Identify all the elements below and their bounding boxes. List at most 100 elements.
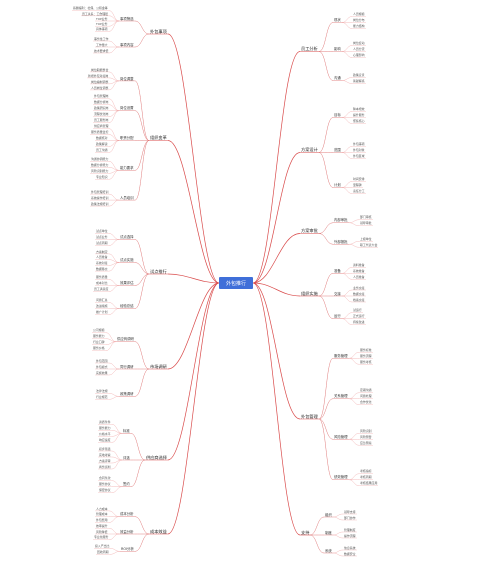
leaf-org_change-2-3: 政策解读 (96, 142, 108, 147)
leaf-market_research-0-3: 服务价格 (93, 346, 105, 351)
leaf-supplier_choice-1-3: 商务谈判 (99, 464, 111, 469)
leaf-org_change-2-0: 供应商管理 (94, 124, 109, 129)
leaf-org_change-2-2: 数据核对 (96, 136, 108, 141)
node-staff_analysis-2[interactable]: 沟通 (334, 76, 341, 81)
leaf-org_change-1-3: 流程优化岗 (94, 112, 109, 117)
node-implementation-1[interactable]: 交接 (334, 291, 341, 296)
leaf-supplier_choice-2-2: 保密协议 (99, 488, 111, 493)
leaf-org_change-0-0: 岗位职能整合 (91, 67, 109, 72)
branch-plan_design[interactable]: 方案设计 (301, 147, 318, 152)
leaf-outsource_mgmt-3-0: 考核指标 (360, 469, 372, 474)
branch-support[interactable]: 支持 (301, 529, 310, 535)
leaf-outsource_mgmt-3-2: 考核结果应用 (360, 481, 378, 486)
leaf-supplier_choice-1-0: 初步筛选 (99, 446, 111, 451)
branch-benefit_analysis[interactable]: 成本效益 (150, 528, 167, 534)
node-pilot-1[interactable]: 试点实施 (120, 258, 134, 263)
node-outsource_mgmt-3[interactable]: 绩效管理 (334, 475, 348, 480)
leaf-plan_design-0-2: 聚焦核心 (353, 119, 365, 124)
leaf-plan_design-1-0: 外包事项 (353, 142, 365, 147)
leaf-pilot-3-1: 改进措施 (96, 304, 108, 309)
node-market_research-2[interactable]: 政策调研 (120, 391, 134, 396)
leaf-staff_analysis-0-2: 能力结构 (353, 24, 365, 29)
leaf-pilot-3-2: 推广计划 (96, 310, 108, 315)
node-pilot-2[interactable]: 效果评估 (120, 281, 134, 286)
leaf-pilot-1-1: 人员准备 (96, 255, 108, 260)
leaf-outsource_scope-1-1: 工作量大 (96, 42, 108, 47)
node-org_change-0[interactable]: 岗位调整 (120, 76, 134, 81)
branch-pilot[interactable]: 试点推行 (150, 268, 167, 274)
leaf-pilot-0-2: 试点周期 (96, 241, 108, 246)
leaf-org_change-3-3: 专业知识 (96, 175, 108, 179)
node-outsource_scope-1[interactable]: 事项内容 (120, 42, 134, 47)
node-org_change-4[interactable]: 人员培训 (120, 195, 134, 200)
leaf-outsource_scope-1-2: 技术要求低 (94, 48, 109, 53)
leaf-pilot-1-2: 系统对接 (96, 261, 108, 266)
leaf-market_research-1-1: 外包模式 (96, 364, 108, 369)
leaf-org_change-3-1: 数据分析能力 (91, 163, 109, 167)
node-plan_approval-1[interactable]: 外部报批 (334, 239, 348, 244)
leaf-org_change-1-0: 外包管理岗 (94, 94, 109, 99)
leaf-implementation-1-0: 业务交接 (353, 285, 365, 290)
node-staff_analysis-0[interactable]: 现状 (334, 18, 341, 23)
leaf-market_research-1-2: 实施效果 (96, 370, 108, 375)
node-org_change-3[interactable]: 能力要求 (120, 165, 134, 170)
branch-org_change[interactable]: 组织变革 (150, 135, 167, 140)
leaf-benefit_analysis-1-2: 专业化服务 (94, 535, 109, 540)
node-benefit_analysis-2[interactable]: ROI分析 (121, 546, 134, 551)
node-implementation-0[interactable]: 准备 (334, 268, 341, 273)
branch-outsource_mgmt[interactable]: 外包管理 (301, 413, 318, 419)
branch-outsource_scope[interactable]: 外包事项 (150, 28, 167, 34)
node-outsource_mgmt-1[interactable]: 关系管理 (334, 394, 348, 399)
node-market_research-0[interactable]: 供应商调研 (117, 337, 134, 342)
leaf-staff_analysis-1-1: 人员分流 (353, 47, 365, 52)
leaf-plan_design-2-2: 责任分工 (353, 189, 365, 194)
leaf-plan_approval-1-0: 上级单位 (360, 236, 372, 241)
node-pilot-0[interactable]: 试点选择 (120, 235, 134, 240)
node-outsource_mgmt-2[interactable]: 风险管理 (334, 434, 348, 439)
leaf-supplier_choice-2-0: 合同条款 (99, 476, 111, 481)
node-outsource_mgmt-0[interactable]: 服务管理 (334, 353, 348, 358)
node-staff_analysis-1[interactable]: 影响 (334, 47, 341, 52)
leaf-implementation-0-2: 人员准备 (353, 275, 365, 280)
node-supplier_choice-2[interactable]: 签约 (123, 482, 130, 487)
branch-supplier_choice[interactable]: 供应商选择 (146, 454, 167, 460)
branch-market_research[interactable]: 市场调研 (150, 363, 167, 369)
leaf-org_change-1-4: 员工服务岗 (94, 118, 109, 123)
leaf-benefit_analysis-1-0: 效率提升 (96, 523, 108, 528)
node-support-0[interactable]: 组织 (325, 512, 332, 517)
leaf-benefit_analysis-0-0: 人力成本 (96, 506, 108, 511)
node-org_change-2[interactable]: 职责分配 (120, 136, 134, 141)
leaf-org_change-4-0: 外包管理培训 (91, 189, 109, 194)
leaf-supplier_choice-0-2: 价格水平 (99, 432, 111, 437)
node-plan_approval-0[interactable]: 内部审批 (334, 218, 348, 223)
node-supplier_choice-0[interactable]: 标准 (123, 428, 130, 433)
node-support-2[interactable]: 系统 (325, 548, 332, 553)
node-plan_design-0[interactable]: 目标 (334, 113, 341, 118)
leaf-pilot-2-2: 员工满意度 (94, 287, 109, 292)
leaf-implementation-1-2: 档案交接 (353, 297, 365, 302)
leaf-outsource_mgmt-0-2: 服务考核 (360, 359, 372, 364)
leaf-benefit_analysis-0-2: 外包费用 (96, 518, 108, 523)
node-pilot-3[interactable]: 经验总结 (120, 304, 134, 309)
leaf-benefit_analysis-0-1: 管理成本 (96, 512, 108, 517)
leaf-outsource_scope-0-0: 薪酬福利：社保、公积金等 (73, 6, 108, 11)
node-benefit_analysis-1[interactable]: 效益分析 (120, 529, 134, 534)
leaf-outsource_mgmt-0-1: 服务流程 (360, 353, 372, 358)
branch-plan_approval[interactable]: 方案审批 (301, 228, 318, 233)
node-market_research-1[interactable]: 同行调研 (120, 364, 134, 369)
leaf-staff_analysis-2-1: 答疑解惑 (353, 79, 365, 84)
node-plan_design-2[interactable]: 计划 (334, 183, 341, 188)
leaf-outsource_mgmt-2-1: 风险预警 (360, 434, 372, 439)
node-supplier_choice-1[interactable]: 评选 (123, 455, 130, 460)
node-plan_design-1[interactable]: 范围 (334, 148, 341, 153)
leaf-implementation-1-1: 数据交接 (353, 291, 365, 296)
node-org_change-1[interactable]: 岗位设置 (120, 106, 134, 111)
node-benefit_analysis-0[interactable]: 成本分析 (120, 512, 134, 517)
branch-staff_analysis[interactable]: 员工分析 (301, 46, 318, 51)
root-topic[interactable]: 外包推行 (219, 277, 253, 289)
node-support-1[interactable]: 制度 (325, 530, 332, 535)
branch-implementation[interactable]: 组织实施 (301, 290, 318, 296)
node-outsource_scope-0[interactable]: 事项筛选 (120, 16, 134, 21)
node-implementation-2[interactable]: 运行 (334, 314, 341, 319)
